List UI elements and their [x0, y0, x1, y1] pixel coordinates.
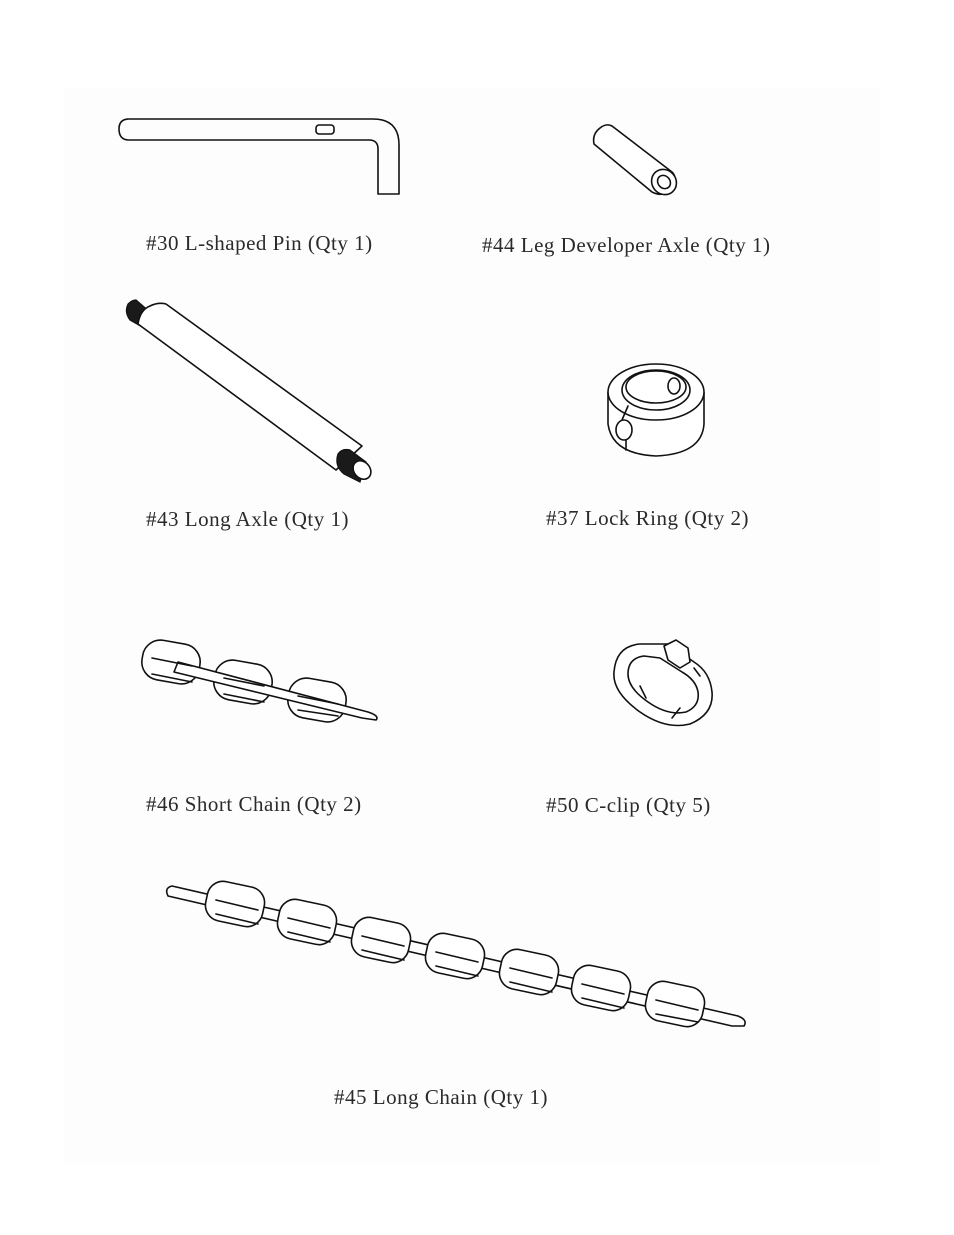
- part-label-30: #30 L-shaped Pin (Qty 1): [146, 231, 373, 255]
- part-label-43: #43 Long Axle (Qty 1): [146, 507, 349, 531]
- long-chain-icon: [165, 880, 750, 1030]
- part-label-44: #44 Leg Developer Axle (Qty 1): [482, 233, 771, 257]
- short-chain-icon: [138, 636, 384, 724]
- long-axle-icon: [122, 298, 374, 484]
- part-label-45: #45 Long Chain (Qty 1): [334, 1085, 548, 1109]
- c-clip-icon: [610, 636, 718, 730]
- part-label-37: #37 Lock Ring (Qty 2): [546, 506, 749, 530]
- part-label-46: #46 Short Chain (Qty 2): [146, 792, 362, 816]
- l-shaped-pin-icon: [115, 115, 405, 200]
- leg-developer-axle-icon: [588, 122, 683, 200]
- part-label-50: #50 C-clip (Qty 5): [546, 793, 711, 817]
- lock-ring-icon: [604, 362, 708, 458]
- hardware-parts-panel: [64, 88, 880, 1165]
